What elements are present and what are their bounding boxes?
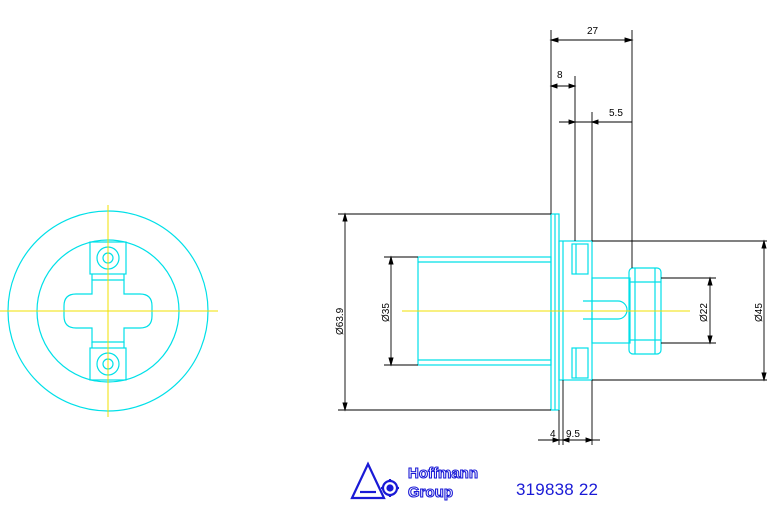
logo-line1: Hoffmann	[408, 465, 478, 482]
hoffmann-group-logo-icon	[350, 461, 399, 500]
logo-line2: Group	[408, 484, 453, 501]
dim-hub-length: 9.5	[566, 429, 580, 440]
dimension-texts: 27 8 5.5 Ø63.9 Ø35 Ø22 Ø45 4 9.5	[335, 26, 765, 440]
dim-overall-length: 27	[587, 26, 599, 37]
hoffmann-group-logo: Hoffmann Group	[350, 461, 479, 502]
dim-step-offset: 5.5	[609, 108, 623, 119]
side-view	[417, 213, 662, 411]
dim-flange-to-step: 8	[557, 70, 563, 81]
shaft-keyway	[583, 300, 628, 320]
hub-slot-top	[571, 243, 589, 275]
dimension-lines	[338, 30, 767, 445]
dim-flange-diameter: Ø63.9	[335, 307, 346, 335]
hub-slot-bottom	[571, 347, 589, 379]
dim-flange-thickness: 4	[550, 429, 556, 440]
dim-hub-diameter: Ø45	[754, 303, 765, 322]
dim-body-diameter: Ø35	[381, 303, 392, 322]
dim-shaft-diameter: Ø22	[699, 303, 710, 322]
part-number: 319838 22	[516, 480, 599, 499]
front-centerlines	[0, 205, 218, 417]
